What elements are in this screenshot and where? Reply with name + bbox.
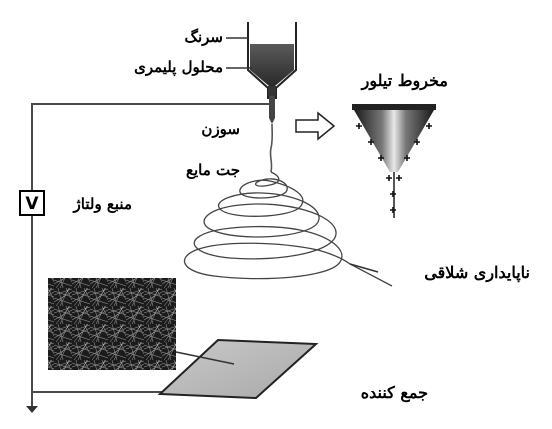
label-polymer-solution: محلول پلیمری xyxy=(134,58,223,77)
whipping-spiral xyxy=(184,171,393,287)
label-liquid-jet: جت مایع xyxy=(186,161,240,179)
needle xyxy=(269,96,275,118)
charge-markers xyxy=(356,123,432,213)
label-voltage-source: منبع ولتاژ xyxy=(73,195,132,213)
voltage-source-symbol: V xyxy=(25,194,39,214)
label-collector: جمع کننده xyxy=(361,383,428,403)
voltage-source-box: V xyxy=(19,190,45,216)
circuit-wire xyxy=(26,103,272,413)
label-needle: سوزن xyxy=(201,120,240,138)
liquid-jet xyxy=(269,123,274,173)
taylor-cone xyxy=(352,104,436,218)
collector-plate xyxy=(157,338,319,400)
label-taylor-cone: مخروط تیلور xyxy=(361,71,448,91)
syringe xyxy=(247,22,297,124)
label-syringe: سرنگ xyxy=(185,28,223,46)
zoom-arrow xyxy=(295,111,336,141)
label-whipping-instability: ناپایداری شلاقی xyxy=(424,263,530,283)
nanofiber-mat-image xyxy=(48,278,176,370)
